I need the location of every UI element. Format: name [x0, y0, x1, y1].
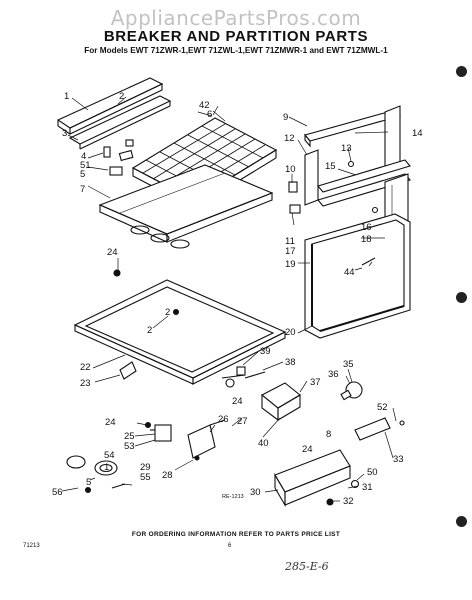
page-number: 6 — [228, 543, 232, 549]
binder-hole-middle — [456, 292, 467, 303]
callout: 5 — [86, 477, 91, 488]
diagram-title: BREAKER AND PARTITION PARTS — [103, 28, 369, 45]
callout: 24 — [107, 247, 118, 258]
callout-labels: 1 2 3 4 5 6 7 9 10 11 12 13 14 15 16 17 … — [52, 91, 423, 507]
callout: 1 — [104, 462, 109, 473]
leader-lines — [61, 96, 397, 502]
callout: 2 — [165, 307, 170, 318]
callout: 3 — [62, 128, 67, 139]
callout: 17 — [285, 246, 296, 257]
handwritten-note: 285-E-6 — [285, 560, 329, 573]
callout: 54 — [104, 450, 115, 461]
partition-frame — [304, 213, 411, 339]
callout: 36 — [328, 369, 339, 380]
callout: 9 — [283, 112, 288, 123]
callout: 18 — [361, 234, 372, 245]
model-list: For Models EWT 71ZWR-1,EWT 71ZWL-1,EWT 7… — [84, 46, 388, 55]
callout: 51 — [80, 160, 91, 171]
callout: 10 — [285, 164, 296, 175]
callout: 14 — [412, 128, 423, 139]
callout: 28 — [162, 470, 173, 481]
callout: 40 — [258, 438, 269, 449]
callout: 15 — [325, 161, 336, 172]
ordering-note: FOR ORDERING INFORMATION REFER TO PARTS … — [131, 531, 341, 538]
callout: 35 — [343, 359, 354, 370]
callout: 56 — [52, 487, 63, 498]
callout: 55 — [140, 472, 151, 483]
callout: 44 — [344, 267, 355, 278]
callout: 31 — [362, 482, 373, 493]
callout: 24 — [232, 396, 243, 407]
callout: 29 — [140, 462, 151, 473]
callout: 27 — [237, 416, 248, 427]
callout: 52 — [377, 402, 388, 413]
fan-cover — [187, 419, 226, 461]
callout: 24 — [105, 417, 116, 428]
callout: 42 — [199, 100, 210, 111]
breaker-strip-top — [56, 77, 164, 135]
breaker-strip-lower — [68, 95, 172, 150]
callout: 33 — [393, 454, 404, 465]
document-code: 71213 — [23, 543, 40, 549]
light-housing — [274, 417, 405, 508]
callout: 37 — [310, 377, 321, 388]
callout: 4 — [81, 151, 86, 162]
callout: 1 — [64, 91, 69, 102]
callout: 25 — [124, 431, 135, 442]
callout: 5 — [80, 169, 85, 180]
breaker-frame — [73, 279, 287, 385]
callout: 11 — [285, 236, 295, 247]
callout: 26 — [218, 414, 229, 425]
callout: 50 — [367, 467, 378, 478]
callout: 16 — [361, 222, 372, 233]
callout: 20 — [285, 327, 296, 338]
small-hardware-right — [288, 160, 379, 266]
control-bracket — [221, 366, 301, 422]
light-bulb — [340, 381, 363, 401]
figure-code: RE-1213 — [222, 494, 244, 500]
binder-hole-top — [456, 66, 467, 77]
watermark: AppliancePartsPros.com — [110, 6, 362, 30]
callout: 12 — [284, 133, 295, 144]
partition-base — [98, 164, 274, 249]
callout: 8 — [326, 429, 331, 440]
callout: 32 — [343, 496, 354, 507]
switch-assembly — [66, 424, 172, 494]
callout: 23 — [80, 378, 91, 389]
small-parts-left — [103, 139, 134, 176]
callout: 2 — [147, 325, 152, 336]
left-fasteners — [113, 269, 152, 429]
callout: 39 — [260, 346, 271, 357]
callout: 53 — [124, 441, 135, 452]
callout: 19 — [285, 259, 296, 270]
callout: 13 — [341, 143, 352, 154]
callout: 30 — [250, 487, 261, 498]
callout: 6 — [207, 109, 212, 120]
callout: 24 — [302, 444, 313, 455]
callout: 2 — [119, 91, 124, 102]
callout: 7 — [80, 184, 85, 195]
callout: 22 — [80, 362, 91, 373]
callout: 38 — [285, 357, 296, 368]
binder-hole-bottom — [456, 516, 467, 527]
